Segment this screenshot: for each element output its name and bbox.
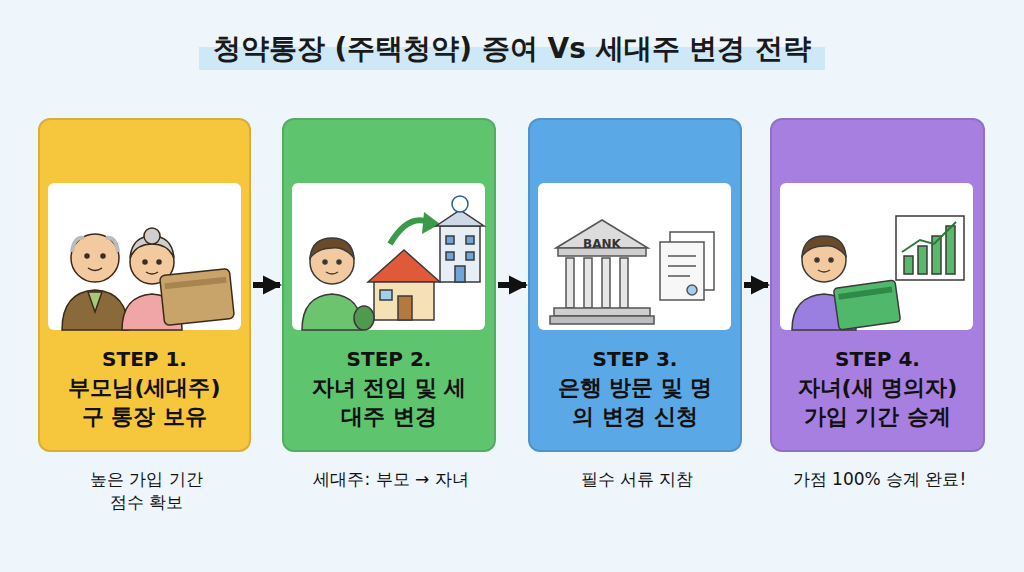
- picture-panel: [538, 183, 731, 330]
- picture-panel: [48, 183, 241, 330]
- step-title: 은행 방문 및 명의 변경 신청: [549, 374, 721, 431]
- step-title: 자녀 전입 및 세대주 변경: [303, 374, 475, 431]
- step-caption: 높은 가입 기간 점수 확보: [82, 468, 212, 514]
- step-title: 부모님(세대주) 구 통장 보유: [59, 374, 231, 431]
- parents-illustration: [62, 228, 234, 330]
- picture-panel: [292, 183, 485, 330]
- bank-illustration: [550, 220, 714, 324]
- move-in-illustration: [302, 196, 484, 330]
- step-caption: 가점 100% 승계 완료!: [760, 468, 1000, 491]
- picture-panel: [780, 183, 973, 330]
- step-text-group: STEP 3.은행 방문 및 명의 변경 신청: [530, 346, 740, 431]
- step-number: STEP 4.: [778, 346, 977, 372]
- picture-label: BANK: [577, 237, 627, 251]
- flow-arrow: [253, 282, 280, 288]
- title-text: 청약통장 (주택청약) 증여 Vs 세대주 변경 전략: [199, 28, 825, 70]
- step-caption: 세대주: 부모 → 자녀: [271, 468, 511, 491]
- step-text-group: STEP 2.자녀 전입 및 세대주 변경: [284, 346, 494, 431]
- succession-illustration: [792, 216, 964, 330]
- step-text-group: STEP 4.자녀(새 명의자) 가입 기간 승계: [772, 346, 983, 431]
- flow-arrow: [744, 282, 768, 288]
- step-title: 자녀(새 명의자) 가입 기간 승계: [792, 374, 964, 431]
- step-text-group: STEP 1.부모님(세대주) 구 통장 보유: [40, 346, 249, 431]
- step-number: STEP 3.: [536, 346, 734, 372]
- step-number: STEP 1.: [46, 346, 243, 372]
- step-caption: 필수 서류 지참: [517, 468, 757, 491]
- flow-arrow: [498, 282, 526, 288]
- title-bar: 청약통장 (주택청약) 증여 Vs 세대주 변경 전략: [0, 28, 1024, 70]
- step-number: STEP 2.: [290, 346, 488, 372]
